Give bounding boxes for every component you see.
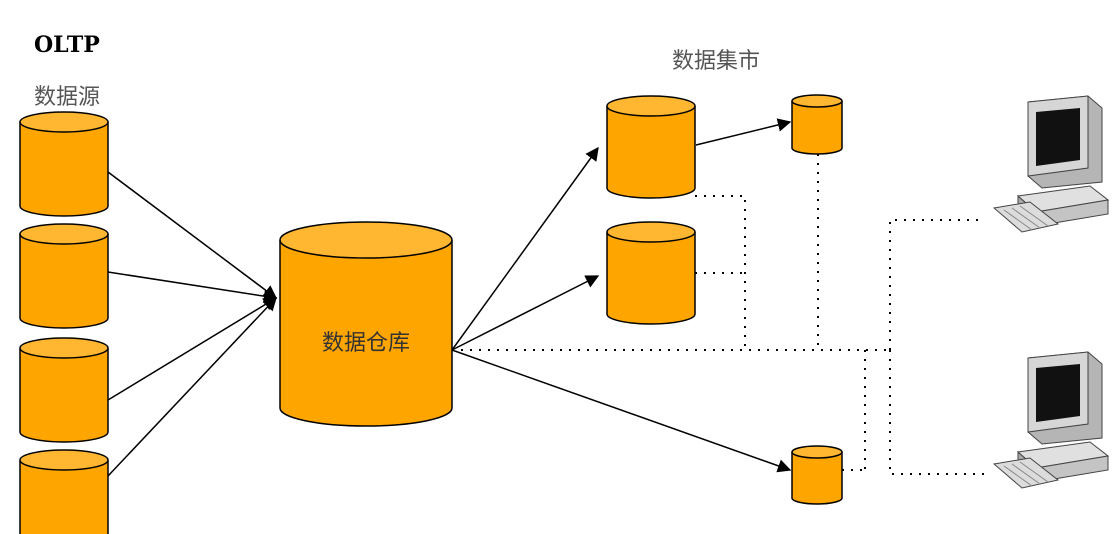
computer-icon-1 [992, 95, 1110, 233]
data-warehouse-label: 数据仓库 [322, 331, 410, 356]
data-mart-cylinder-2 [606, 221, 696, 325]
small-mart-cylinder-1 [791, 94, 843, 155]
oltp-label: OLTP [34, 32, 100, 58]
dotted-connections [452, 154, 985, 475]
data-warehouse-cylinder [279, 221, 453, 427]
data-source-label: 数据源 [34, 85, 100, 110]
source-cylinder-3 [19, 337, 109, 443]
source-cylinder-1 [19, 111, 109, 217]
source-cylinder-2 [19, 223, 109, 329]
warehouse-to-mart-arrows [451, 118, 792, 473]
source-cylinder-4 [19, 449, 109, 534]
source-to-warehouse-arrows [107, 171, 278, 477]
computer-icon-2 [992, 351, 1110, 489]
small-mart-cylinder-2 [791, 445, 843, 505]
data-mart-label: 数据集市 [672, 49, 760, 74]
data-mart-cylinder-1 [606, 95, 696, 199]
